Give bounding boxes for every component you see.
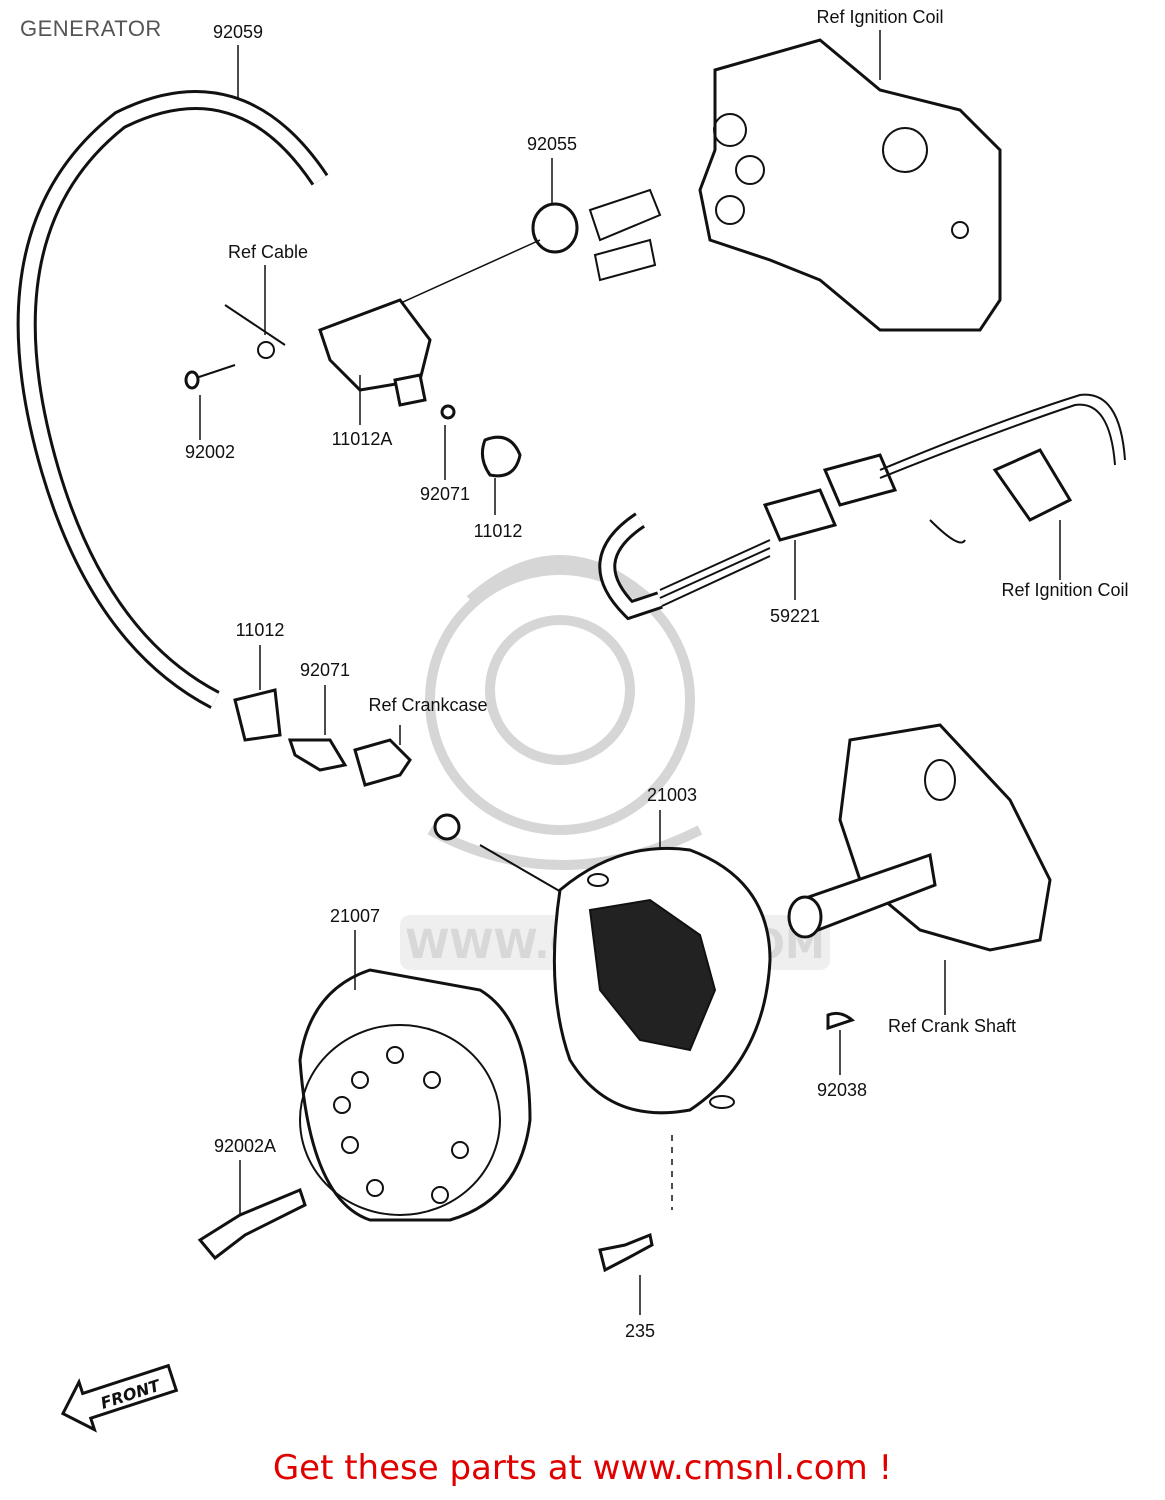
callout-21007: 21007 [330,906,380,926]
rotor-21007 [298,968,532,1222]
callout-21003: 21003 [647,785,697,805]
callout-92055: 92055 [527,134,577,154]
wiring-harness [598,393,1126,621]
page-title: GENERATOR [20,16,162,41]
callout-92038: 92038 [817,1080,867,1100]
bolt-92002A [197,1187,307,1261]
stator-21003 [479,844,772,1115]
crank-shaft-housing [787,723,1052,1031]
plug-92071 [287,738,348,772]
callout-59221: 59221 [770,606,820,626]
screw-235 [598,1232,654,1273]
callout-92002A: 92002A [214,1136,276,1156]
callout-ref-cable: Ref Cable [228,242,308,262]
callout-235: 235 [625,1321,655,1341]
hose-92059 [16,90,329,709]
callout-92002: 92002 [185,442,235,462]
gasket-92055 [531,202,579,254]
leader-lines [199,30,1061,1315]
callout-92071-mid: 92071 [300,660,350,680]
callout-ref-ignition-coil-right: Ref Ignition Coil [1001,580,1128,600]
crankcase-fitting [353,738,412,787]
callout-11012-mid: 11012 [236,620,285,640]
callout-92059: 92059 [213,22,263,42]
connector-59221 [762,488,838,542]
ignition-coil-housing [698,38,1002,332]
footer-link[interactable]: Get these parts at www.cmsnl.com ! [272,1448,893,1488]
callout-11012-top: 11012 [474,521,523,541]
front-arrow: FRONT [60,1363,179,1433]
callout-ref-ignition-coil-top: Ref Ignition Coil [816,7,943,27]
callout-ref-crankcase: Ref Crankcase [368,695,487,715]
callout-ref-crank-shaft: Ref Crank Shaft [888,1016,1016,1036]
cap-11012 [233,688,282,742]
callout-92071-top: 92071 [420,484,470,504]
callout-11012A: 11012A [332,429,393,449]
